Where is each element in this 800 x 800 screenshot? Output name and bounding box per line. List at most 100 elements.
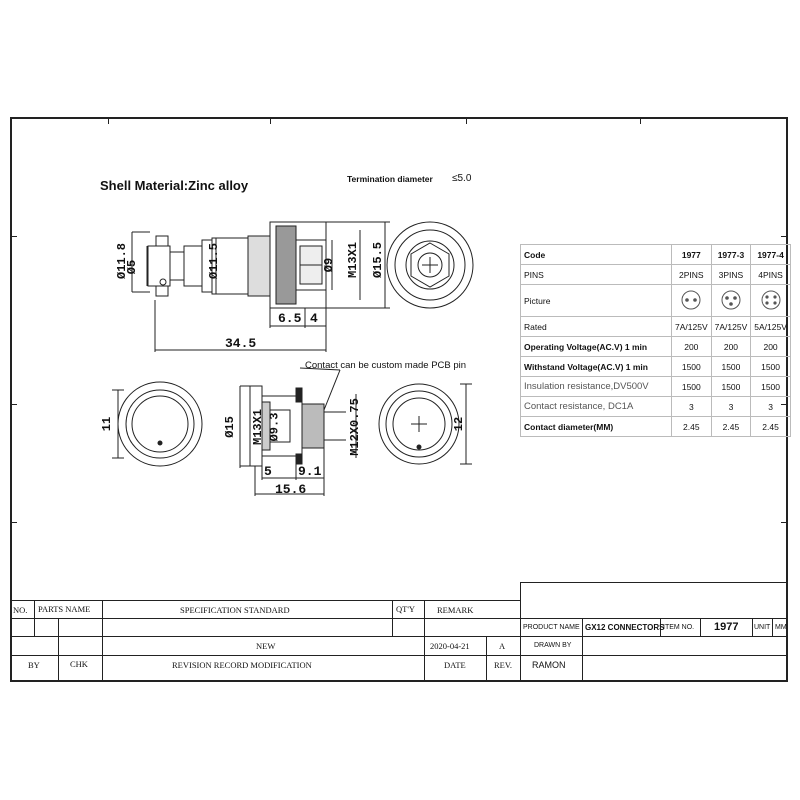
tb-date: DATE [444, 660, 466, 670]
socket-end-view [378, 383, 472, 465]
tb-rev: REV. [494, 660, 513, 670]
row-label: Withstand Voltage(AC.V) 1 min [520, 356, 672, 377]
pin-picture-3pin [710, 284, 752, 317]
table-row: Rated 7A/125V 7A/125V 5A/125V [520, 316, 791, 337]
table-row: Operating Voltage(AC.V) 1 min 200 200 20… [520, 336, 791, 357]
row-label: Picture [520, 284, 672, 317]
title-block-line [520, 582, 521, 682]
tb-new: NEW [256, 641, 276, 651]
frame-tick [10, 522, 17, 523]
cell: 2.45 [710, 416, 752, 437]
header-1977-3: 1977-3 [710, 244, 752, 265]
dim-6-5: 6.5 [278, 311, 302, 326]
frame-tick [10, 404, 17, 405]
tb-unit-label: UNIT [754, 624, 771, 631]
title-block-line [772, 618, 773, 636]
dim-diameter-15-5: Ø15.5 [371, 241, 386, 279]
table-row: Picture [520, 284, 791, 317]
cell: 1500 [750, 376, 791, 397]
frame-tick [781, 236, 788, 237]
cell: 7A/125V [710, 316, 752, 337]
tb-product-name: GX12 CONNECTORS [585, 623, 665, 632]
title-block-line [102, 600, 103, 682]
table-row: Contact diameter(MM) 2.45 2.45 2.45 [520, 416, 791, 437]
table-row: PINS 2PINS 3PINS 4PINS [520, 264, 791, 285]
header-1977: 1977 [671, 244, 712, 265]
tb-unit: MM [775, 624, 787, 631]
plug-side-view [131, 221, 390, 352]
title-block-line [582, 618, 583, 682]
frame-tick [466, 117, 467, 124]
cell: 3 [671, 396, 712, 417]
title-block-line [58, 618, 59, 682]
cell: 200 [710, 336, 752, 357]
dim-34-5: 34.5 [225, 336, 257, 351]
dim-11: 11 [100, 416, 115, 432]
cell: 1500 [671, 356, 712, 377]
pin-layout-4-icon [761, 290, 781, 309]
cell: 1500 [750, 356, 791, 377]
table-row: Contact resistance, DC1A 3 3 3 [520, 396, 791, 417]
cell: 1500 [710, 376, 752, 397]
title-block-line [10, 600, 520, 601]
pcb-pin-note: Contact can be custom made PCB pin [305, 360, 467, 371]
frame-tick [270, 117, 271, 124]
title-block-line [34, 600, 35, 636]
row-label: Contact resistance, DC1A [520, 396, 672, 417]
table-row: Insulation resistance,DV500V 1500 1500 1… [520, 376, 791, 397]
dim-diameter-9-3: Ø9.3 [267, 412, 282, 442]
pin-picture-4pin [750, 284, 791, 317]
title-block-line [10, 655, 788, 656]
dim-5-bottom: 5 [264, 464, 272, 479]
dim-diameter-11-5: Ø11.5 [207, 242, 222, 280]
spec-table-header: Code 1977 1977-3 1977-4 [520, 244, 791, 265]
dim-m12x0-75: M12X0.75 [347, 398, 362, 456]
title-block-line [10, 636, 788, 637]
cell: 200 [750, 336, 791, 357]
row-label: PINS [520, 264, 672, 285]
dim-9-1: 9.1 [298, 464, 322, 479]
cell: 7A/125V [671, 316, 712, 337]
socket-side-view [239, 367, 357, 496]
spec-table: Code 1977 1977-3 1977-4 PINS 2PINS 3PINS… [520, 244, 791, 437]
cell: 3 [750, 396, 791, 417]
tb-date-value: 2020-04-21 [430, 641, 470, 651]
tb-remark: REMARK [437, 605, 474, 615]
pin-picture-2pin [671, 284, 712, 317]
socket-front-view [112, 381, 203, 467]
dim-4: 4 [310, 311, 318, 326]
tb-item-no-label: ITEM NO. [663, 624, 695, 631]
header-1977-4: 1977-4 [750, 244, 791, 265]
shell-material-label: Shell Material:Zinc alloy [100, 178, 249, 193]
frame-tick [781, 522, 788, 523]
title-block-line [424, 600, 425, 682]
pin-layout-2-icon [681, 290, 701, 309]
cell: 3 [710, 396, 752, 417]
dim-diameter-15: Ø15 [222, 416, 237, 438]
cell: 2.45 [671, 416, 712, 437]
tb-qty: QT'Y [396, 604, 416, 614]
row-label: Operating Voltage(AC.V) 1 min [520, 336, 672, 357]
cell: 1500 [710, 356, 752, 377]
dim-m13x1-top: M13X1 [346, 241, 361, 279]
title-block-line [752, 618, 753, 636]
frame-tick [640, 117, 641, 124]
tb-chk: CHK [70, 659, 88, 669]
cell: 4PINS [750, 264, 791, 285]
title-block-line [486, 636, 487, 682]
row-label: Rated [520, 316, 672, 337]
frame-tick [10, 236, 17, 237]
tb-rev-value: A [499, 641, 506, 651]
cell: 1500 [671, 376, 712, 397]
cell: 200 [671, 336, 712, 357]
pin-layout-3-icon [721, 290, 741, 309]
dim-diameter-9: Ø9 [322, 257, 337, 273]
tb-spec-standard: SPECIFICATION STANDARD [180, 605, 290, 615]
tb-drawn-by-label: DRAWN BY [534, 642, 572, 649]
title-block-line [10, 618, 788, 619]
plug-end-view [386, 221, 474, 309]
header-code: Code [520, 244, 672, 265]
tb-no: NO. [13, 605, 28, 615]
dim-12: 12 [452, 416, 467, 432]
